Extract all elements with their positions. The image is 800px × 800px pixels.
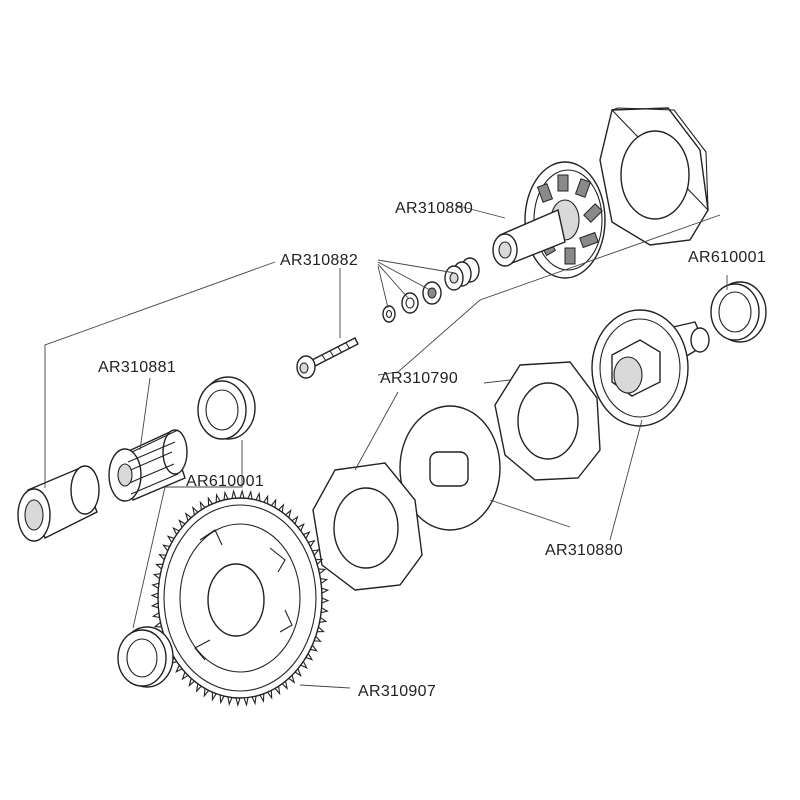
label-screw-kit: AR310882 bbox=[280, 252, 358, 269]
gear-tooth bbox=[243, 697, 249, 707]
label-bearing-right: AR610001 bbox=[688, 249, 766, 266]
bearing-bottom bbox=[117, 626, 174, 688]
gear-tooth bbox=[300, 661, 308, 670]
spring bbox=[444, 257, 480, 291]
gear-tooth bbox=[288, 675, 296, 684]
gear-tooth bbox=[285, 508, 292, 518]
bearing-right bbox=[710, 281, 767, 343]
gear-tooth bbox=[223, 490, 229, 500]
gear-tooth bbox=[310, 644, 318, 652]
gear-tooth bbox=[153, 621, 162, 628]
slipper-pad-top bbox=[599, 107, 709, 246]
gear-tooth bbox=[320, 577, 329, 584]
label-diff-cup-top: AR310880 bbox=[395, 200, 473, 217]
gear-tooth bbox=[267, 690, 273, 700]
gear-tooth bbox=[303, 531, 311, 539]
gear-tooth bbox=[314, 635, 322, 643]
gear-tooth bbox=[319, 617, 328, 623]
gear-tooth bbox=[188, 678, 195, 688]
bearing-middle bbox=[197, 376, 256, 440]
gear-tooth bbox=[199, 500, 206, 510]
diff-cup-lower bbox=[591, 309, 710, 427]
gear-tooth bbox=[315, 558, 324, 565]
gear-tooth bbox=[151, 612, 160, 619]
gear-tooth bbox=[274, 686, 281, 696]
gear-tooth bbox=[278, 503, 285, 513]
gear-tooth bbox=[175, 664, 183, 674]
gear-tooth bbox=[184, 512, 192, 521]
outdrive bbox=[108, 429, 188, 502]
gear-tooth bbox=[291, 515, 299, 525]
leader-lines bbox=[44, 204, 728, 689]
bearing-small bbox=[422, 281, 442, 305]
label-spur-gear: AR310907 bbox=[358, 683, 436, 700]
gear-tooth bbox=[192, 506, 199, 515]
bushing bbox=[17, 465, 100, 542]
gear-tooth bbox=[321, 597, 330, 604]
gear-tooth bbox=[150, 592, 159, 599]
spur-gear bbox=[150, 489, 330, 707]
gear-tooth bbox=[203, 688, 210, 698]
gear-tooth bbox=[181, 671, 189, 681]
label-outdrive: AR310881 bbox=[98, 359, 176, 376]
gear-tooth bbox=[195, 683, 202, 693]
gear-tooth bbox=[158, 553, 166, 561]
screw bbox=[296, 337, 359, 379]
gear-tooth bbox=[305, 653, 314, 661]
gear-tooth bbox=[227, 696, 233, 707]
gear-tooth bbox=[150, 602, 159, 609]
gear-tooth bbox=[215, 492, 221, 503]
gear-tooth bbox=[231, 489, 237, 499]
gear-tooth bbox=[263, 494, 269, 504]
slipper-pad-middle bbox=[494, 361, 601, 481]
diff-cup-top bbox=[492, 161, 606, 279]
label-slipper-pads: AR310790 bbox=[380, 370, 458, 387]
label-bearing-left: AR610001 bbox=[186, 473, 264, 490]
washer-small bbox=[382, 305, 396, 323]
gear-tooth bbox=[312, 549, 320, 556]
slipper-pad-left bbox=[312, 462, 423, 591]
gear-tooth bbox=[235, 697, 241, 707]
thrust-bearing bbox=[401, 292, 419, 314]
gear-tooth bbox=[259, 693, 265, 704]
gear-tooth bbox=[251, 696, 257, 706]
gear-tooth bbox=[247, 489, 253, 500]
gear-tooth bbox=[318, 568, 327, 575]
gear-tooth bbox=[281, 681, 288, 690]
gear-tooth bbox=[255, 491, 261, 502]
gear-tooth bbox=[178, 519, 186, 528]
gear-tooth bbox=[320, 607, 329, 614]
label-diff-cup-lower: AR310880 bbox=[545, 542, 623, 559]
gear-tooth bbox=[166, 535, 175, 543]
gear-tooth bbox=[321, 587, 330, 594]
gear-tooth bbox=[162, 544, 170, 552]
gear-tooth bbox=[152, 573, 161, 579]
gear-tooth bbox=[172, 526, 180, 535]
gear-tooth bbox=[308, 539, 316, 547]
gear-tooth bbox=[151, 582, 160, 589]
gear-tooth bbox=[207, 496, 213, 506]
slotted-plate bbox=[399, 405, 501, 531]
gear-tooth bbox=[239, 489, 245, 499]
gear-tooth bbox=[211, 692, 217, 702]
gear-tooth bbox=[294, 668, 302, 677]
gear-tooth bbox=[317, 626, 325, 633]
gear-tooth bbox=[219, 694, 225, 705]
gear-tooth bbox=[155, 563, 163, 570]
gear-tooth bbox=[270, 498, 277, 508]
gear-tooth bbox=[297, 522, 305, 532]
